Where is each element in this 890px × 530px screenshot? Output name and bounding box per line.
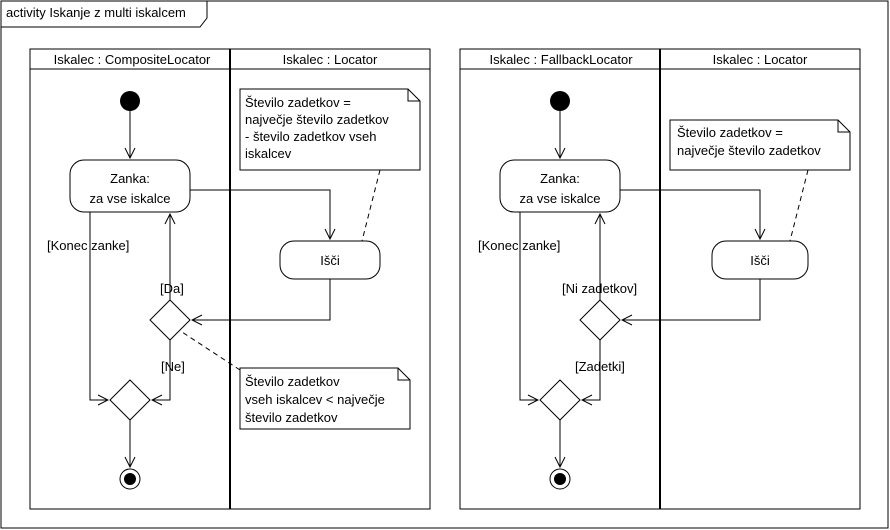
left-final-node-core xyxy=(124,473,136,485)
right-search-label: Išči xyxy=(750,253,770,268)
right-note xyxy=(669,119,851,171)
left-initial-node xyxy=(120,91,140,111)
right-note-line1: Število zadetkov = xyxy=(677,125,783,140)
left-loop-line1: Zanka: xyxy=(110,171,150,186)
left-lane1-title: Iskalec : CompositeLocator xyxy=(54,52,211,67)
left-decision-node xyxy=(149,299,191,341)
frame-title-tab xyxy=(1,1,208,28)
left-note-top-line3: - število zadetkov vseh xyxy=(245,129,377,144)
left-loop-action xyxy=(69,159,191,213)
right-loop-action xyxy=(499,159,621,213)
frame-title: activity Iskanje z multi iskalcem xyxy=(6,5,186,20)
right-loop-line1: Zanka: xyxy=(540,171,580,186)
left-note-bottom-anchor xyxy=(181,331,241,371)
left-guard-no: [Ne] xyxy=(161,359,185,374)
right-lane2-title: Iskalec : Locator xyxy=(713,52,808,67)
right-guard-no-hits: [Ni zadetkov] xyxy=(562,281,637,296)
right-loop-line2: za vse iskalce xyxy=(520,191,601,206)
left-note-top-line1: Število zadetkov = xyxy=(245,95,351,110)
left-flow-search-decision xyxy=(192,279,331,320)
left-note-top xyxy=(239,88,421,171)
left-guard-yes: [Da] xyxy=(160,281,184,296)
right-flow-hits xyxy=(582,340,601,400)
left-note-top-anchor xyxy=(361,169,381,242)
left-note-bottom-line2: vseh iskalcev < največje xyxy=(245,392,385,407)
left-search-label: Išči xyxy=(320,253,340,268)
right-lane1-title: Iskalec : FallbackLocator xyxy=(489,52,633,67)
left-note-bottom xyxy=(239,367,411,430)
left-note-bottom-line3: število zadetkov xyxy=(245,410,338,425)
left-guard-end-loop: [Konec zanke] xyxy=(47,238,129,253)
left-note-bottom-line1: Število zadetkov xyxy=(245,374,340,389)
left-loop-line2: za vse iskalce xyxy=(90,191,171,206)
right-note-anchor xyxy=(789,169,809,242)
left-note-top-line4: iskalcev xyxy=(245,146,292,161)
left-flow-no xyxy=(152,340,171,400)
right-decision-node xyxy=(579,299,621,341)
left-note-top-line2: največje število zadetkov xyxy=(245,112,389,127)
right-note-fold xyxy=(837,120,850,133)
left-lane2-title: Iskalec : Locator xyxy=(283,52,378,67)
left-note-top-fold xyxy=(407,89,420,102)
left-activity: Iskalec : CompositeLocator Iskalec : Loc… xyxy=(29,48,431,510)
right-guard-end-loop: [Konec zanke] xyxy=(478,238,560,253)
right-initial-node xyxy=(550,91,570,111)
left-merge-node xyxy=(109,379,151,421)
right-flow-loop-search xyxy=(620,189,760,239)
right-activity: Iskalec : FallbackLocator Iskalec : Loca… xyxy=(459,48,861,510)
right-merge-node xyxy=(539,379,581,421)
right-flow-search-decision xyxy=(622,279,761,320)
right-final-node-core xyxy=(554,473,566,485)
left-note-bottom-fold xyxy=(397,368,410,381)
left-flow-loop-search xyxy=(190,189,330,239)
right-flow-end-loop xyxy=(519,212,538,400)
right-guard-hits: [Zadetki] xyxy=(575,359,625,374)
right-note-line2: največje število zadetkov xyxy=(677,143,821,158)
left-flow-end-loop xyxy=(89,212,108,400)
